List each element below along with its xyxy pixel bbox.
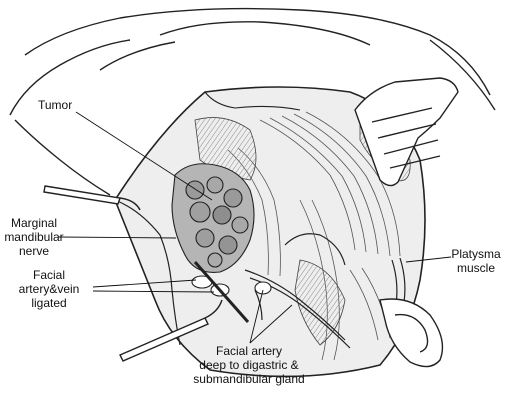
left-retractors	[43, 185, 250, 362]
leader-lines	[57, 111, 452, 344]
label-marginal-mandibular-nerve: Marginal mandibular nerve	[4, 216, 64, 258]
loop-retractor	[379, 298, 444, 368]
right-retractor	[354, 77, 459, 187]
label-line: ligated	[31, 296, 67, 310]
label-line: mandibular	[4, 230, 64, 244]
label-line: Facial	[32, 268, 65, 282]
label-line: Marginal	[10, 216, 58, 230]
shaded-muscle	[294, 259, 346, 346]
label-line: submandibular gland	[193, 372, 305, 386]
label-facial-artery-deep: Facial artery deep to digastric & subman…	[178, 344, 320, 386]
label-line: deep to digastric &	[199, 358, 299, 372]
leader-tumor	[75, 111, 213, 201]
leader-facial-deep-a	[249, 304, 293, 344]
label-facial-artery-vein-ligated: Facial artery&vein ligated	[10, 268, 88, 310]
label-tumor: Tumor	[38, 98, 72, 112]
neck-outline	[9, 7, 496, 196]
leader-marginal-nerve	[57, 236, 177, 239]
leader-platysma	[405, 256, 452, 263]
label-line: nerve	[18, 244, 50, 258]
label-line: muscle	[456, 261, 495, 275]
tumor-mass	[171, 163, 255, 273]
leader-facial-deep-b	[249, 289, 264, 344]
label-platysma-muscle: Platysma muscle	[448, 247, 504, 275]
leader-facial-vessels-a	[92, 279, 197, 288]
label-line: Platysma	[451, 247, 501, 261]
label-line: artery&vein	[18, 282, 80, 296]
label-line: Facial artery	[215, 344, 283, 358]
label-tumor-text: Tumor	[38, 98, 73, 112]
leader-facial-vessels-b	[92, 290, 215, 293]
